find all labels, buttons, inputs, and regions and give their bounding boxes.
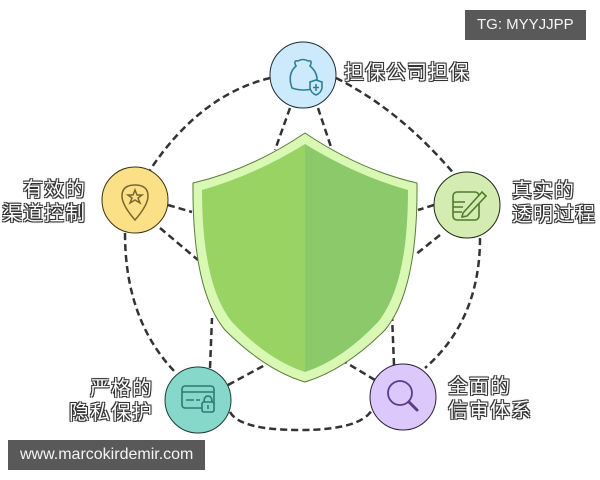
connector-top-right <box>335 76 456 176</box>
node-right <box>433 171 501 239</box>
shield-icon <box>192 132 418 383</box>
watermark-bottom-left: www.marcokirdemir.com <box>8 440 206 470</box>
location-pin-star-icon <box>121 184 149 222</box>
node-bottom-right <box>369 363 437 431</box>
spoke-top-a <box>273 107 292 151</box>
connector-lines <box>123 76 482 432</box>
magnifier-icon <box>387 380 419 412</box>
money-bag-shield-icon <box>289 58 323 96</box>
spoke-bottomleft-a <box>208 317 214 369</box>
node-left <box>101 166 169 234</box>
spoke-right-b <box>414 234 441 256</box>
label-bottom-right: 全面的 信审体系 <box>448 374 532 422</box>
watermark-top-right: TG: MYYJJPP <box>465 10 586 40</box>
spoke-bottomleft-b <box>227 363 266 387</box>
spoke-bottomright-a <box>390 314 396 366</box>
label-top: 担保公司担保 <box>344 60 470 84</box>
label-bottom-left: 严格的 隐私保护 <box>69 376 153 424</box>
spoke-bottomright-b <box>344 360 376 382</box>
spoke-left-b <box>159 227 199 261</box>
connector-top-left <box>148 76 271 171</box>
edit-note-icon <box>452 190 488 221</box>
connector-left-bottomleft <box>123 232 176 373</box>
label-right: 真实的 透明过程 <box>512 178 596 226</box>
connector-bottom <box>228 409 374 432</box>
connector-right-bottomright <box>424 237 482 369</box>
node-bottom-left <box>164 366 232 434</box>
label-left: 有效的 渠道控制 <box>2 177 86 225</box>
node-top <box>269 41 337 109</box>
spoke-left-a <box>167 203 193 214</box>
spoke-right-a <box>417 203 435 212</box>
spoke-top-b <box>316 107 334 151</box>
credit-card-lock-icon <box>181 385 215 413</box>
